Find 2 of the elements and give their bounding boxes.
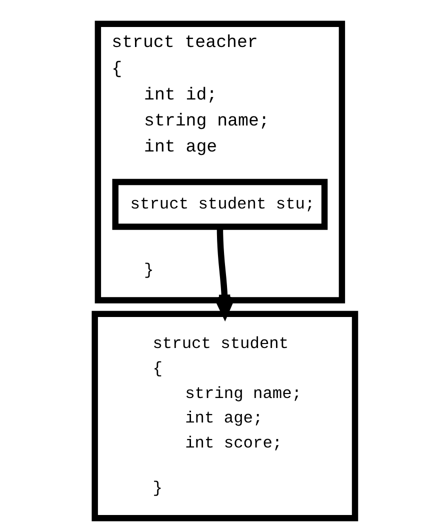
node-box: struct student stu; <box>112 178 328 230</box>
node-box: struct student { string name; int age; int score; } <box>92 310 358 522</box>
